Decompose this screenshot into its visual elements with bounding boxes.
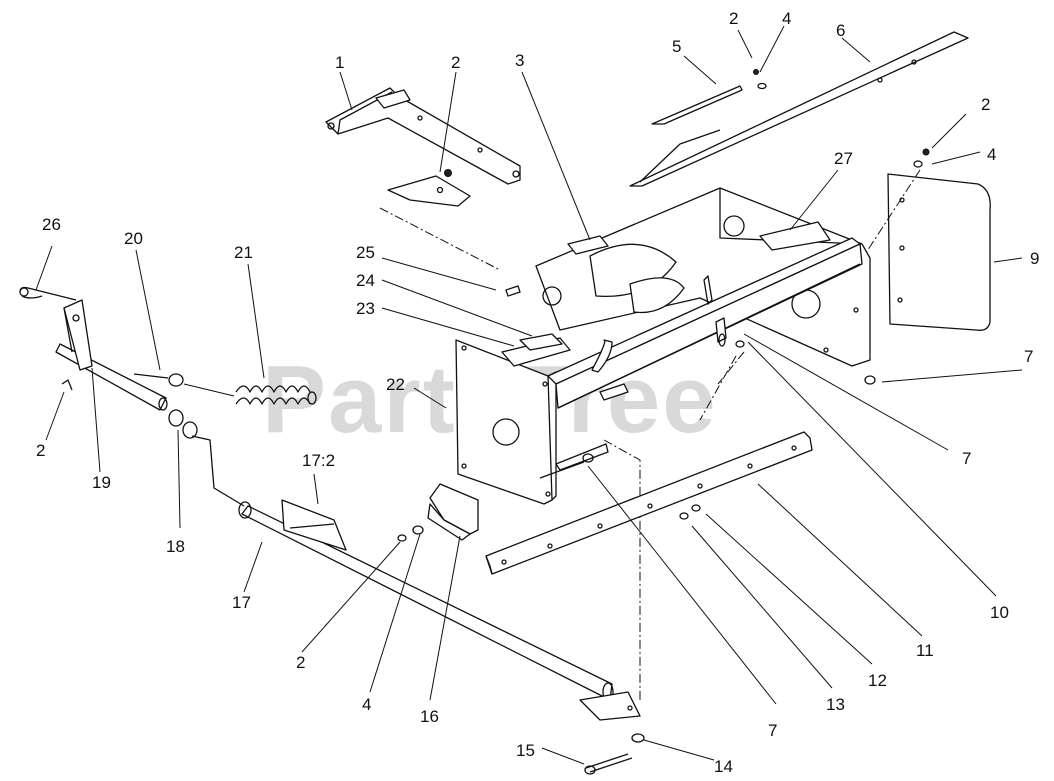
callout-7: 7 bbox=[962, 449, 971, 468]
callout-17-2: 17:2 bbox=[302, 451, 335, 470]
part-22-end-plate bbox=[455, 333, 571, 505]
callout-20: 20 bbox=[124, 229, 143, 248]
part-16-skid bbox=[427, 483, 479, 541]
frame-beam bbox=[547, 237, 863, 700]
callout-16: 16 bbox=[420, 707, 439, 726]
callout-2: 2 bbox=[729, 9, 738, 28]
callout-3: 3 bbox=[515, 51, 524, 70]
part-20-eyebolt bbox=[133, 373, 184, 387]
part-17-tube bbox=[238, 499, 641, 721]
callout-25: 25 bbox=[356, 243, 375, 262]
callout-22: 22 bbox=[386, 375, 405, 394]
callout-2: 2 bbox=[981, 95, 990, 114]
fasteners bbox=[397, 275, 876, 542]
part-26-hairpin-clip bbox=[19, 286, 77, 301]
callout-23: 23 bbox=[356, 299, 375, 318]
callout-2: 2 bbox=[296, 653, 305, 672]
callout-10: 10 bbox=[990, 603, 1009, 622]
callout-13: 13 bbox=[826, 695, 845, 714]
callout-11: 11 bbox=[916, 641, 934, 660]
callout-1: 1 bbox=[335, 53, 344, 72]
callout-5: 5 bbox=[672, 37, 681, 56]
callout-15: 15 bbox=[516, 741, 535, 760]
part-14-washer bbox=[631, 733, 645, 743]
part-1-bracket bbox=[325, 87, 521, 271]
part-21-spring bbox=[183, 383, 317, 405]
part-18-washers bbox=[168, 409, 245, 507]
callout-12: 12 bbox=[868, 671, 887, 690]
callout-6: 6 bbox=[836, 21, 845, 40]
part-15-hairpin bbox=[584, 753, 633, 775]
callout-17: 17 bbox=[232, 593, 251, 612]
callout-9: 9 bbox=[1030, 249, 1039, 268]
callout-18: 18 bbox=[166, 537, 185, 556]
callout-26: 26 bbox=[42, 215, 61, 234]
callout-24: 24 bbox=[356, 271, 375, 290]
callout-7: 7 bbox=[1024, 347, 1033, 366]
part-9-side-panel bbox=[859, 148, 991, 331]
callout-14: 14 bbox=[714, 757, 733, 776]
callout-19: 19 bbox=[92, 473, 111, 492]
callout-27: 27 bbox=[834, 149, 853, 168]
callout-2: 2 bbox=[36, 441, 45, 460]
callout-labels: 1 2 3 5 2 4 6 2 4 27 9 26 20 21 25 24 23… bbox=[36, 9, 1039, 776]
callout-4: 4 bbox=[987, 145, 996, 164]
callout-4: 4 bbox=[362, 695, 371, 714]
part-19-lever-assembly bbox=[55, 299, 168, 411]
callout-2: 2 bbox=[451, 53, 460, 72]
callout-21: 21 bbox=[234, 243, 253, 262]
part-3-housing bbox=[535, 187, 871, 367]
part-5-plate bbox=[651, 85, 743, 125]
callout-4: 4 bbox=[782, 9, 791, 28]
part-6-cover bbox=[629, 31, 969, 187]
part-11-cutting-edge bbox=[485, 431, 813, 575]
leader-lines bbox=[35, 25, 1023, 765]
callout-7: 7 bbox=[768, 721, 777, 740]
